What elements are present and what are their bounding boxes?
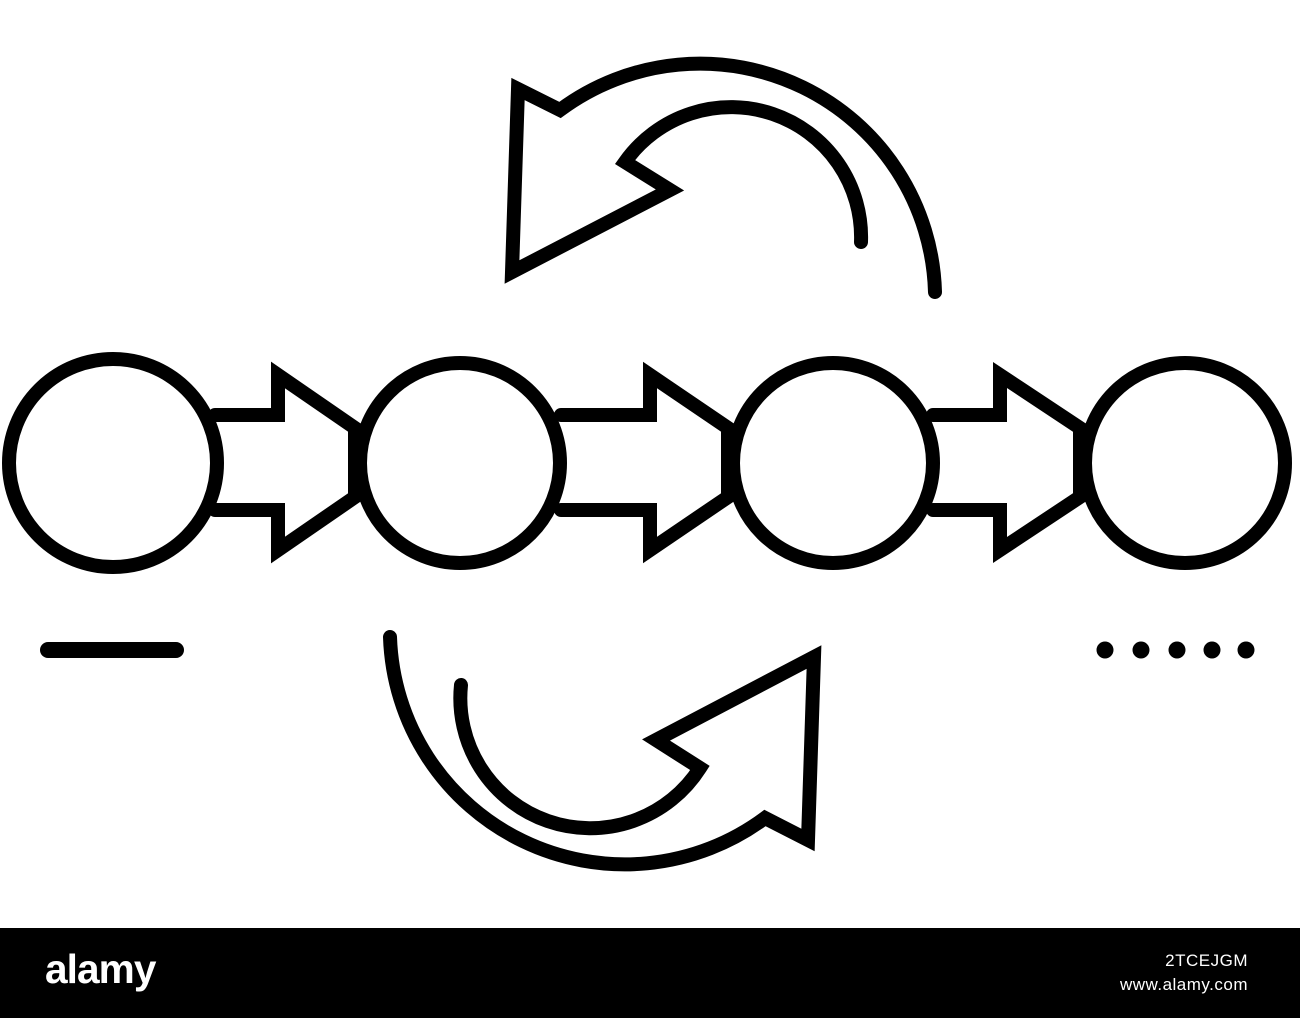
ellipsis-icon (1096, 641, 1255, 659)
forward-arrow-icon-1 (208, 361, 362, 564)
cycle-arrow-top-icon (504, 56, 942, 299)
process-node-3 (726, 356, 940, 570)
image-code: 2TCEJGM (1165, 951, 1248, 970)
forward-arrow-icon-2 (554, 361, 735, 564)
cycle-arrow-bottom-icon (383, 630, 822, 872)
process-node-1 (2, 352, 224, 574)
alamy-logo-text: alamy (45, 946, 157, 992)
process-node-4 (1078, 356, 1292, 570)
alamy-logo: alamy (45, 946, 158, 992)
process-node-2 (353, 356, 567, 570)
forward-arrow-icon-3 (926, 361, 1087, 564)
watermark-url: www.alamy.com (1119, 975, 1248, 994)
watermark-bar (0, 928, 1300, 1018)
